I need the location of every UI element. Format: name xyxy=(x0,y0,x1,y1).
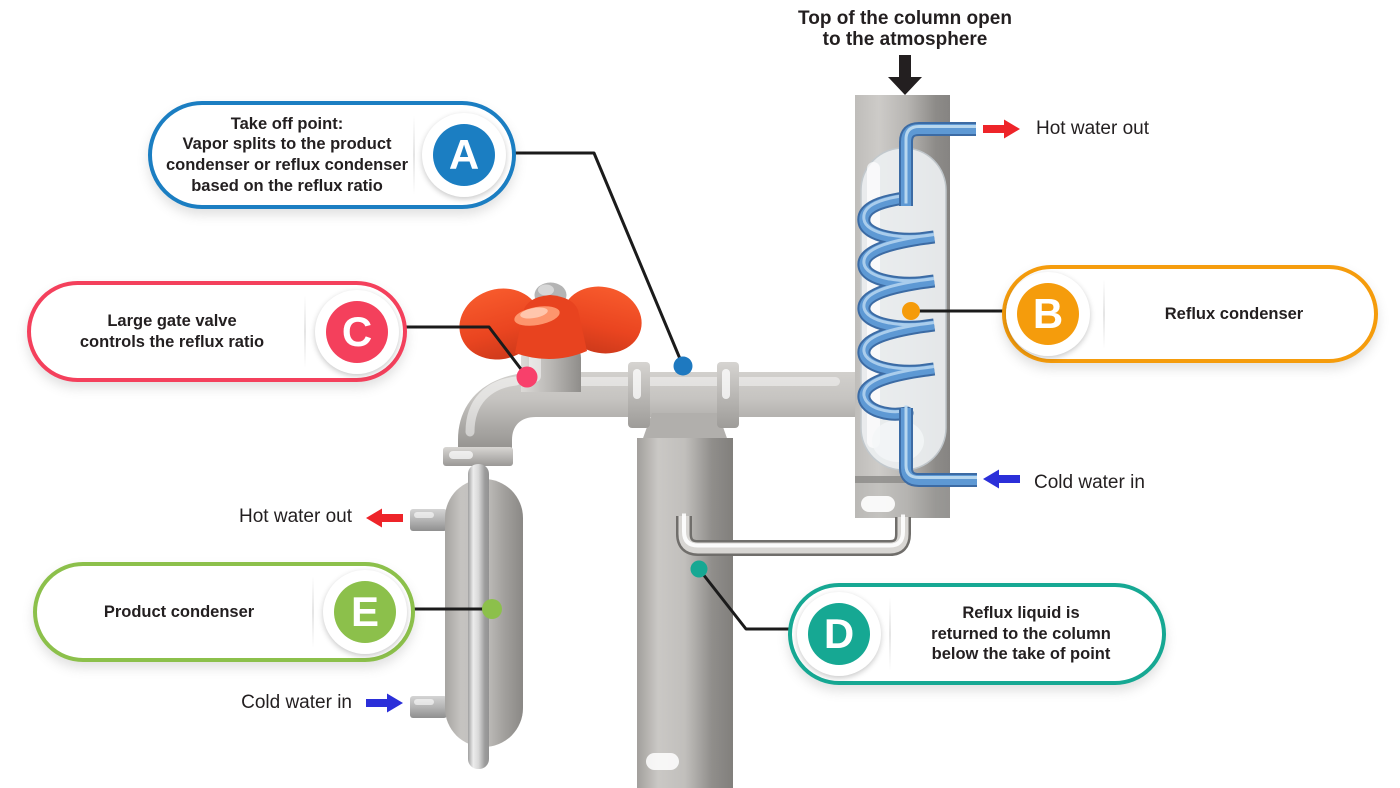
anchor-dot-d xyxy=(690,560,708,578)
cold-pipe-sheen xyxy=(904,405,977,479)
product-condenser-tube xyxy=(468,464,489,769)
hot-water-out-label-right: Hot water out xyxy=(1036,118,1149,139)
reflux-return-pipe xyxy=(676,513,911,556)
anchor-dot-e xyxy=(482,599,502,619)
valve-cap-highlight xyxy=(538,284,554,296)
reflux-bottom-highlight xyxy=(861,496,895,512)
cold-water-pipe xyxy=(899,405,977,487)
callout-c-disc: C xyxy=(315,289,399,374)
callout-b: Reflux condenser B xyxy=(1002,265,1378,363)
reflux-condenser-assembly xyxy=(855,95,977,518)
flow-arrows xyxy=(366,55,1020,713)
column-bottom-highlight xyxy=(646,753,679,770)
callout-a-disc: A xyxy=(422,113,506,197)
leader-d xyxy=(697,567,792,631)
anchor-dot-b xyxy=(902,302,920,320)
atmosphere-arrow-down-icon xyxy=(888,55,922,95)
hot-water-out-arrow-right-icon xyxy=(983,119,1020,139)
main-pipe-highlight xyxy=(545,377,840,386)
column-body xyxy=(637,438,733,788)
callout-e-letter-badge: E xyxy=(334,581,396,643)
column-assembly xyxy=(628,362,739,788)
callout-a-text: Take off point: Vapor splits to the prod… xyxy=(165,114,409,195)
callout-d-letter-badge: D xyxy=(808,603,870,665)
callout-e-disc: E xyxy=(323,570,407,654)
tee-shoulders xyxy=(642,413,728,441)
callout-d: Reflux liquid is returned to the column … xyxy=(788,583,1166,685)
callout-e-text: Product condenser xyxy=(103,602,255,621)
hot-water-out-label-left: Hot water out xyxy=(239,506,352,527)
callout-d-text: Reflux liquid is returned to the column … xyxy=(931,604,1111,664)
cooling-coil xyxy=(857,191,936,421)
callout-b-divider xyxy=(1103,279,1105,349)
cold-water-in-label-right: Cold water in xyxy=(1034,472,1145,493)
hot-water-pipe xyxy=(899,122,976,206)
callout-e-divider xyxy=(312,576,314,648)
nozzle-highlight-bottom xyxy=(414,699,434,705)
callout-b-disc: B xyxy=(1006,272,1090,356)
anchor-dot-c xyxy=(516,366,538,388)
valve-handle-gloss-bright xyxy=(520,307,548,319)
cold-water-in-arrow-right-icon xyxy=(366,693,403,713)
cold-water-in-arrow-left-icon xyxy=(983,469,1020,489)
gate-valve xyxy=(459,282,642,392)
callout-c-divider xyxy=(304,295,306,368)
callout-a-letter-badge: A xyxy=(433,124,495,186)
anchor-dot-a xyxy=(673,356,693,376)
callout-c: Large gate valve controls the reflux rat… xyxy=(27,281,407,382)
nozzle-highlight-top xyxy=(414,512,434,518)
callout-b-text: Reflux condenser xyxy=(1164,304,1304,323)
hot-water-out-arrow-left-icon xyxy=(366,508,403,528)
callout-c-letter-badge: C xyxy=(326,300,388,363)
tee-clamp-right-highlight xyxy=(722,369,730,399)
callout-anchor-dots xyxy=(482,302,920,619)
cold-water-in-label-left: Cold water in xyxy=(241,692,352,713)
tee-clamp-left-highlight xyxy=(633,369,641,399)
callout-e: Product condenser E xyxy=(33,562,415,662)
hot-pipe-sheen xyxy=(904,125,976,204)
callout-b-letter-badge: B xyxy=(1017,283,1079,345)
leader-c xyxy=(398,325,529,379)
callout-a-divider xyxy=(413,115,415,195)
elbow-highlight xyxy=(465,376,521,437)
glass-bottom-sheen xyxy=(872,420,924,462)
coil-sheen xyxy=(862,194,935,414)
callout-c-text: Large gate valve controls the reflux rat… xyxy=(79,311,265,351)
callout-a: Take off point: Vapor splits to the prod… xyxy=(148,101,516,209)
callout-d-divider xyxy=(889,597,891,671)
flange-highlight xyxy=(449,451,473,459)
return-pipe-sheen xyxy=(682,513,905,548)
callout-d-disc: D xyxy=(797,592,881,676)
callout-leaders xyxy=(398,151,1005,631)
top-note: Top of the column open to the atmosphere xyxy=(798,8,1012,50)
leader-a xyxy=(504,151,685,368)
